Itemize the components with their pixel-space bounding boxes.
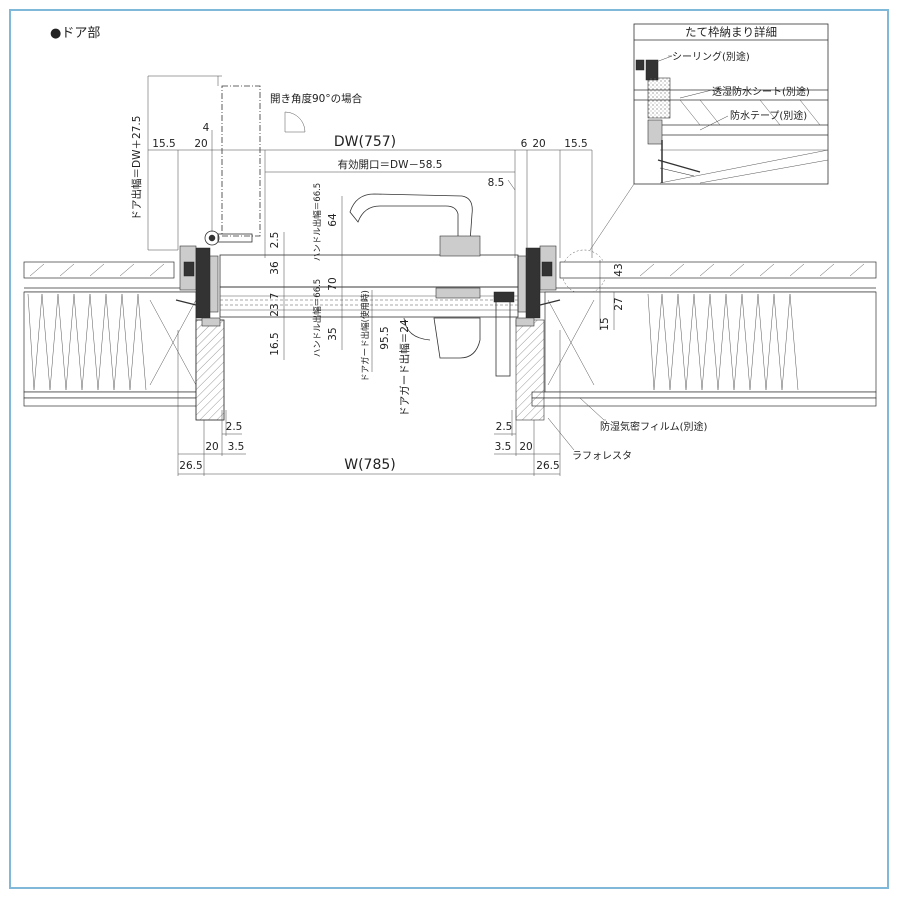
dim-2-5-top: 2.5 [269, 232, 281, 249]
dim-16-5: 16.5 [269, 332, 281, 355]
dim-70: 70 [327, 277, 339, 290]
dim-27: 27 [613, 297, 625, 310]
dim-64: 64 [327, 213, 339, 227]
label-guard-in-use: ドアガード出幅(使用時) [360, 290, 371, 382]
wall-left [23, 261, 225, 421]
label-lath: ラフォレスタ [572, 450, 632, 462]
callouts-right: 防湿気密フィルム(別途) ラフォレスタ [547, 397, 708, 462]
dim-26-5-bottom-right: 26.5 [536, 460, 559, 472]
dim-2-5-bottom-left: 2.5 [226, 421, 243, 433]
dimensions-vertical: 2.5 36 7 23 16.5 ハンドル出幅＝66.5 64 70 ハンドル出… [269, 183, 625, 417]
wall-right [515, 261, 877, 421]
opening-angle-note: 開き角度90°の場合 [270, 92, 363, 105]
detail-label-moisture-sheet: 透湿防水シート(別途) [712, 85, 810, 98]
label-vapor-film: 防湿気密フィルム(別途) [600, 420, 708, 433]
dim-4: 4 [203, 122, 210, 134]
dim-20-left: 20 [194, 138, 207, 150]
dim-35: 35 [327, 327, 339, 340]
dim-guard-projection: ドアガード出幅＝24 [398, 319, 411, 417]
dim-23: 23 [269, 303, 281, 316]
dimensions-top: 15.5 20 4 6 20 15.5 DW(757) 有効開口＝DW－58.5… [130, 75, 593, 258]
detail-callout-line [589, 183, 635, 251]
dim-43: 43 [613, 263, 625, 276]
label-handle-projection-bottom: ハンドル出幅＝66.5 [312, 279, 323, 357]
dim-20-right: 20 [532, 138, 545, 150]
door-frame-left [175, 245, 221, 327]
section-title: ●ドア部 [50, 26, 100, 41]
dim-36: 36 [269, 261, 281, 275]
dim-20-bottom-left: 20 [205, 441, 218, 453]
image-frame [9, 9, 889, 889]
detail-label-tape: 防水テープ(別途) [730, 109, 807, 122]
dim-3-5-bottom-right: 3.5 [495, 441, 512, 453]
detail-inset: たて枠納まり詳細 シーリング(別途) 透湿防水シート(別途) 防水テープ(別途) [633, 23, 829, 185]
dim-dw: DW(757) [334, 134, 396, 150]
dim-15: 15 [599, 317, 611, 330]
dim-w: W(785) [344, 457, 396, 473]
dim-8-5: 8.5 [488, 177, 505, 189]
dim-15-5-right: 15.5 [564, 138, 587, 150]
dim-2-5-bottom-right: 2.5 [496, 421, 513, 433]
door-leaf-closed [219, 254, 519, 318]
detail-title: たて枠納まり詳細 [685, 25, 777, 39]
door-handle [349, 193, 515, 377]
dim-effective-opening: 有効開口＝DW－58.5 [338, 158, 443, 171]
dim-15-5-left: 15.5 [152, 138, 175, 150]
dim-7: 7 [269, 293, 281, 300]
dim-3-5-bottom-left: 3.5 [228, 441, 245, 453]
label-handle-projection-top: ハンドル出幅＝66.5 [312, 183, 323, 261]
dim-95-5: 95.5 [379, 326, 391, 349]
door-frame-right [515, 245, 561, 327]
detail-label-sealing: シーリング(別途) [672, 50, 750, 63]
dim-6: 6 [521, 138, 528, 150]
dimensions-bottom: 2.5 20 3.5 26.5 2.5 3.5 20 26.5 W(785) [177, 330, 561, 476]
door-leaf-open [204, 85, 261, 246]
dim-door-projection: ドア出幅＝DW＋27.5 [130, 116, 143, 221]
dim-26-5-bottom-left: 26.5 [179, 460, 202, 472]
dim-20-bottom-right: 20 [519, 441, 532, 453]
